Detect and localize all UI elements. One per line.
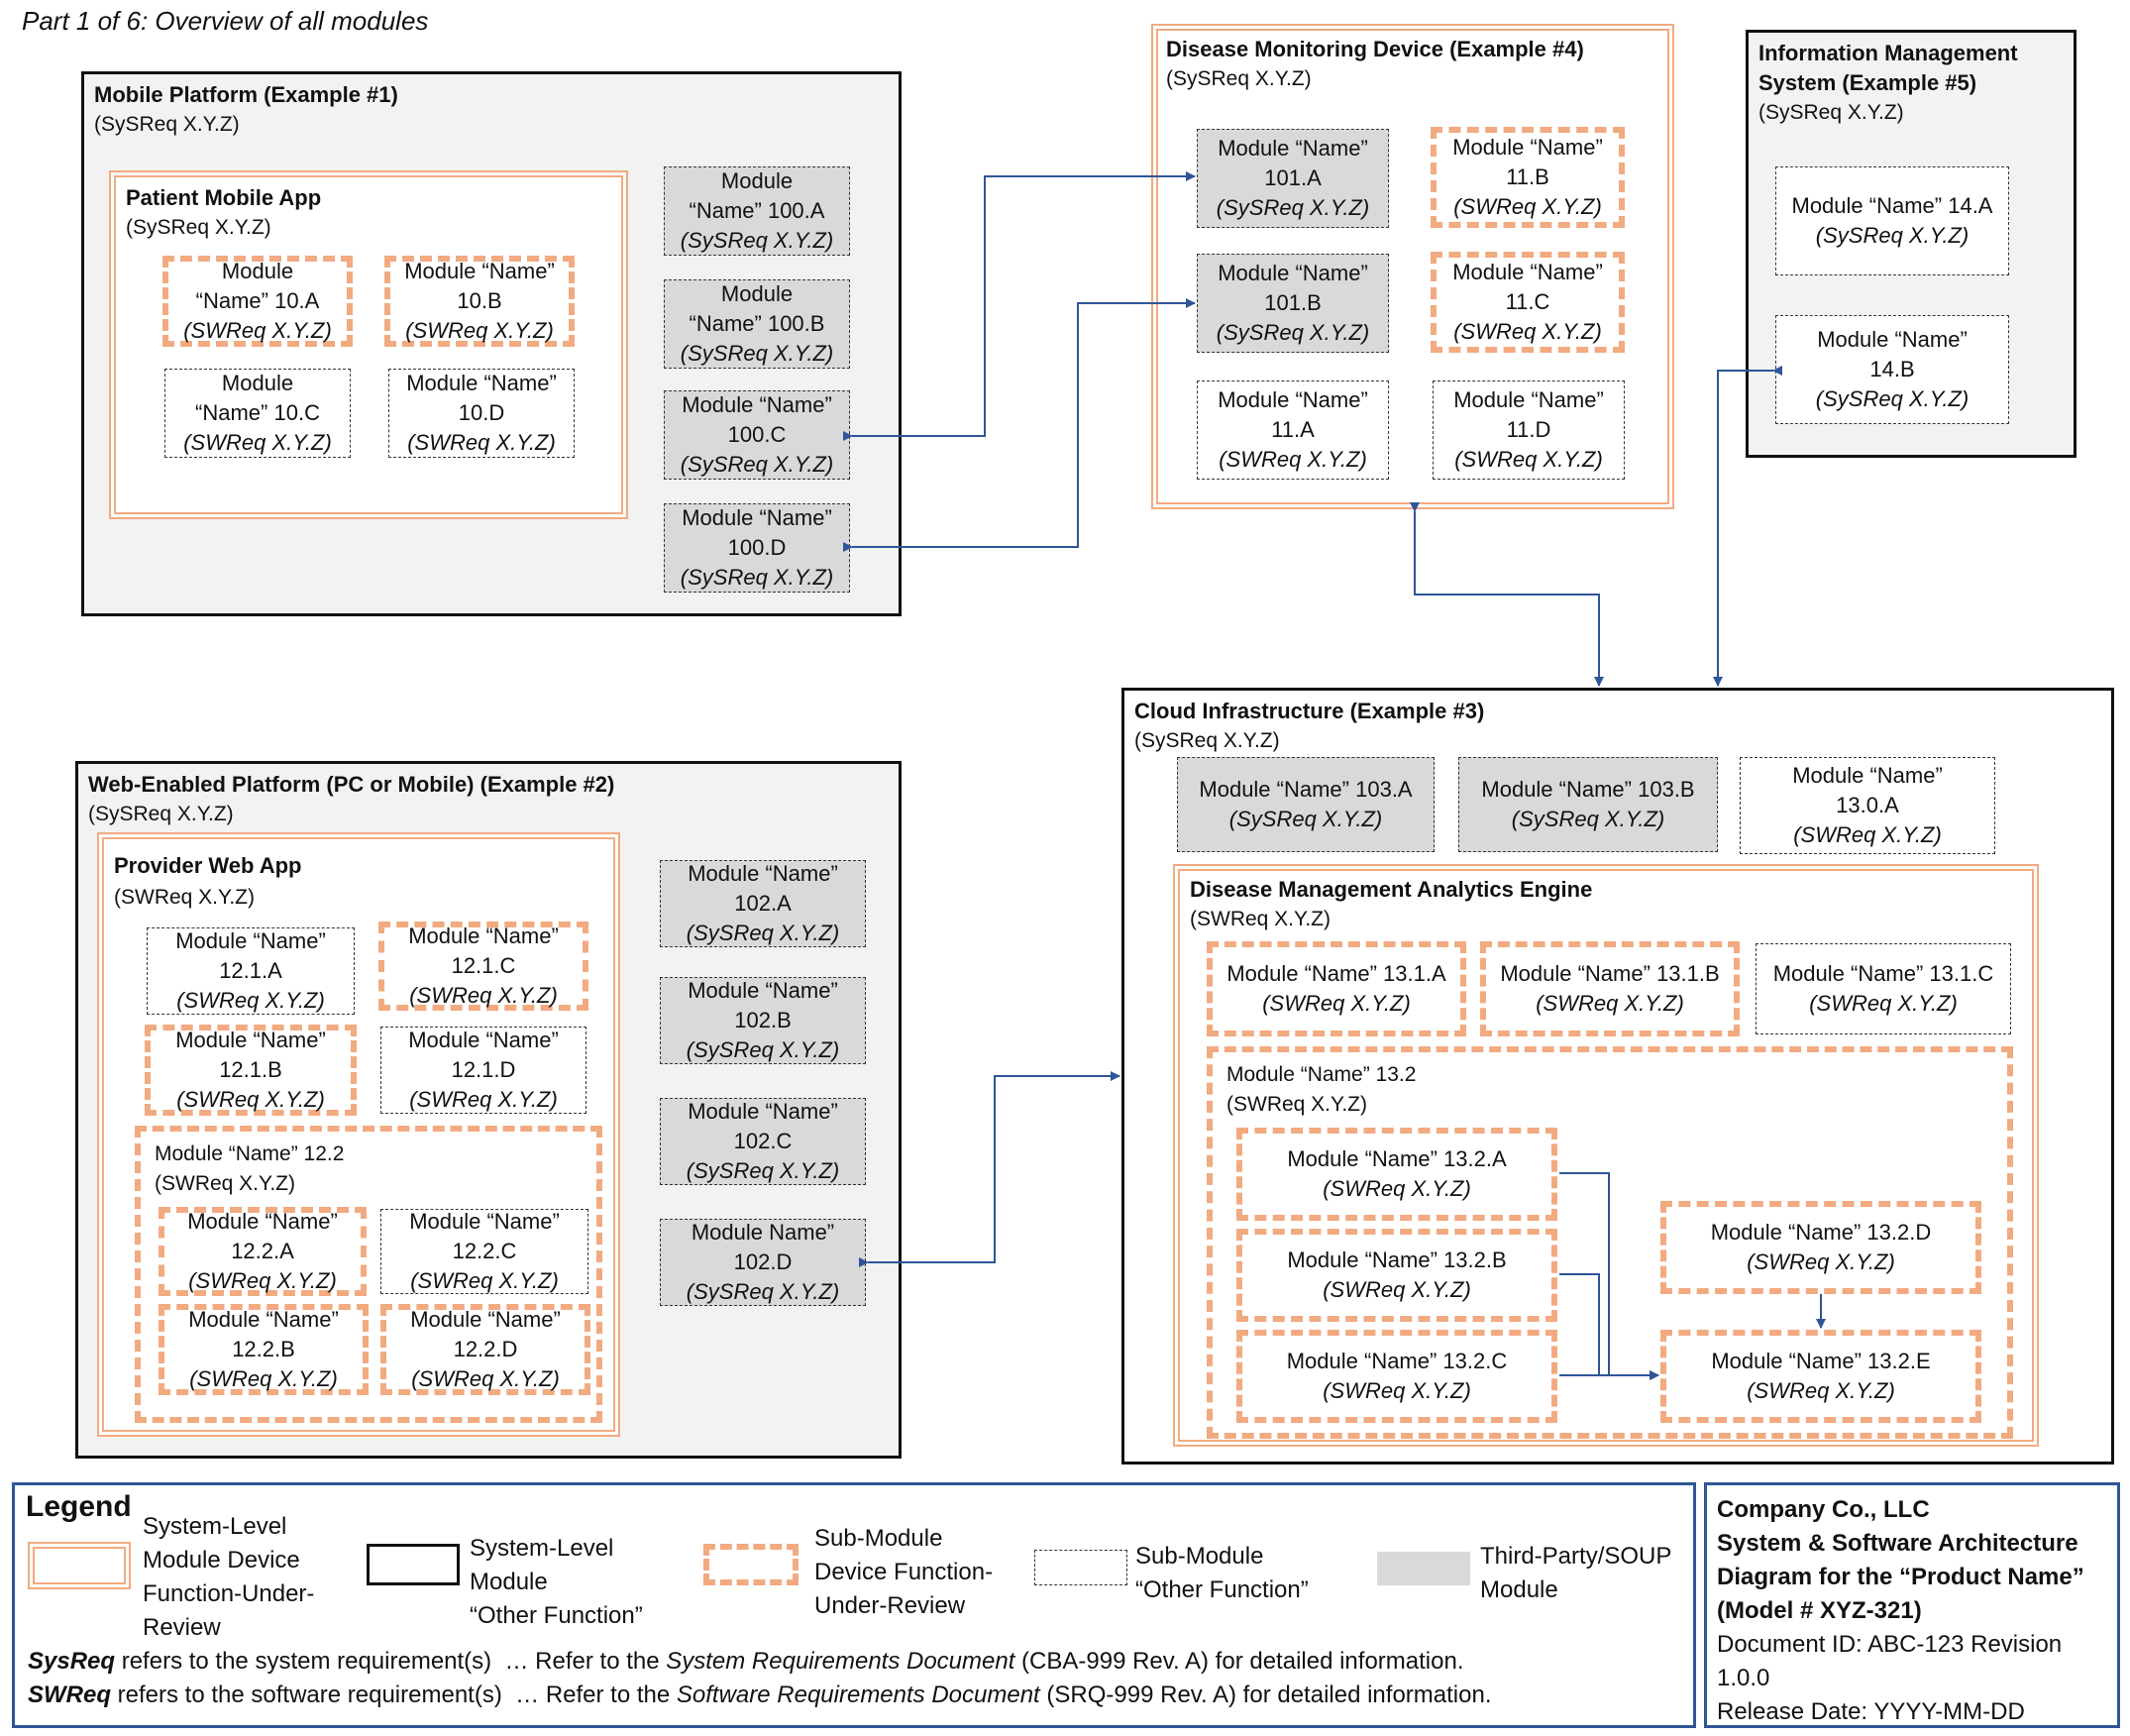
cloud-req: (SySReq X.Y.Z) bbox=[1134, 729, 1280, 752]
legend-swatch-system-fur bbox=[28, 1542, 131, 1589]
legend-swatch-sub-other bbox=[1034, 1550, 1127, 1585]
provider-app-req: (SWReq X.Y.Z) bbox=[114, 886, 255, 909]
company-name: Company Co., LLC bbox=[1717, 1496, 1930, 1523]
cloud-title: Cloud Infrastructure (Example #3) bbox=[1134, 699, 1485, 723]
module-121a[interactable]: Module “Name”12.1.A(SWReq X.Y.Z) bbox=[147, 927, 355, 1015]
module-102a[interactable]: Module “Name”102.A(SySReq X.Y.Z) bbox=[660, 860, 866, 947]
link-100d-101b bbox=[843, 298, 1196, 552]
module-101b[interactable]: Module “Name”101.B(SySReq X.Y.Z) bbox=[1197, 254, 1389, 353]
web-platform-req: (SySReq X.Y.Z) bbox=[88, 803, 234, 825]
device-title: Disease Monitoring Device (Example #4) bbox=[1166, 37, 1584, 61]
info-title-line1: Information Management bbox=[1758, 41, 2018, 65]
analytics-req: (SWReq X.Y.Z) bbox=[1190, 908, 1331, 930]
module-132c[interactable]: Module “Name” 13.2.C(SWReq X.Y.Z) bbox=[1236, 1330, 1557, 1423]
module-131a[interactable]: Module “Name” 13.1.A(SWReq X.Y.Z) bbox=[1207, 941, 1466, 1036]
info-title-line2: System (Example #5) bbox=[1758, 70, 1977, 95]
module-11b[interactable]: Module “Name”11.B(SWReq X.Y.Z) bbox=[1431, 127, 1625, 228]
legend-swatch-sub-fur bbox=[703, 1544, 799, 1585]
module-131b[interactable]: Module “Name” 13.1.B(SWReq X.Y.Z) bbox=[1480, 941, 1740, 1036]
link-102d-cloud bbox=[859, 1071, 1120, 1267]
module-122b[interactable]: Module “Name”12.2.B(SWReq X.Y.Z) bbox=[159, 1304, 369, 1395]
legend-swatch-system-other bbox=[367, 1544, 460, 1585]
module-122a[interactable]: Module “Name”12.2.A(SWReq X.Y.Z) bbox=[159, 1207, 367, 1296]
info-req: (SySReq X.Y.Z) bbox=[1758, 101, 1904, 124]
title-line3: Diagram for the “Product Name” bbox=[1717, 1564, 2084, 1590]
module-121b[interactable]: Module “Name”12.1.B(SWReq X.Y.Z) bbox=[145, 1025, 357, 1116]
module-132-title: Module “Name” 13.2 bbox=[1226, 1063, 1417, 1086]
release-date: Release Date: YYYY-MM-DD bbox=[1717, 1698, 2025, 1725]
module-10d[interactable]: Module “Name”10.D(SWReq X.Y.Z) bbox=[388, 369, 575, 458]
document-revision: 1.0.0 bbox=[1717, 1665, 1770, 1691]
legend-item-4: Sub-Module“Other Function” bbox=[1135, 1543, 1309, 1603]
provider-app-title: Provider Web App bbox=[114, 853, 302, 878]
module-132-req: (SWReq X.Y.Z) bbox=[1226, 1093, 1367, 1116]
module-122d[interactable]: Module “Name”12.2.D(SWReq X.Y.Z) bbox=[380, 1304, 590, 1395]
web-platform-title: Web-Enabled Platform (PC or Mobile) (Exa… bbox=[88, 772, 615, 797]
module-102b[interactable]: Module “Name”102.B(SySReq X.Y.Z) bbox=[660, 977, 866, 1064]
title-block: Company Co., LLC System & Software Archi… bbox=[1704, 1482, 2120, 1728]
module-14b[interactable]: Module “Name”14.B(SySReq X.Y.Z) bbox=[1775, 315, 2009, 424]
link-device-cloud bbox=[1410, 502, 1604, 687]
module-131c[interactable]: Module “Name” 13.1.C(SWReq X.Y.Z) bbox=[1756, 943, 2011, 1034]
module-103a[interactable]: Module “Name” 103.A(SySReq X.Y.Z) bbox=[1177, 757, 1435, 852]
title-line4: (Model # XYZ-321) bbox=[1717, 1597, 1922, 1624]
legend-swreq-note: SWReq refers to the software requirement… bbox=[28, 1682, 1492, 1708]
analytics-title: Disease Management Analytics Engine bbox=[1190, 877, 1593, 902]
module-10c[interactable]: Module“Name” 10.C(SWReq X.Y.Z) bbox=[164, 369, 351, 458]
module-130a[interactable]: Module “Name”13.0.A(SWReq X.Y.Z) bbox=[1740, 757, 1995, 854]
module-121d[interactable]: Module “Name”12.1.D(SWReq X.Y.Z) bbox=[380, 1027, 586, 1114]
module-100d[interactable]: Module “Name”100.D(SySReq X.Y.Z) bbox=[664, 503, 850, 593]
module-10a[interactable]: Module“Name” 10.A(SWReq X.Y.Z) bbox=[162, 256, 353, 347]
device-req: (SySReq X.Y.Z) bbox=[1166, 67, 1312, 90]
module-122-title: Module “Name” 12.2 bbox=[155, 1142, 345, 1165]
module-102c[interactable]: Module “Name”102.C(SySReq X.Y.Z) bbox=[660, 1098, 866, 1185]
mobile-platform-req: (SySReq X.Y.Z) bbox=[94, 113, 240, 136]
module-11a[interactable]: Module “Name”11.A(SWReq X.Y.Z) bbox=[1197, 380, 1389, 480]
mobile-platform-title: Mobile Platform (Example #1) bbox=[94, 82, 398, 107]
link-100c-101a bbox=[843, 171, 1196, 441]
module-10b[interactable]: Module “Name”10.B(SWReq X.Y.Z) bbox=[384, 256, 575, 347]
module-122-req: (SWReq X.Y.Z) bbox=[155, 1172, 295, 1195]
module-103b[interactable]: Module “Name” 103.B(SySReq X.Y.Z) bbox=[1458, 757, 1718, 852]
page-title: Part 1 of 6: Overview of all modules bbox=[22, 6, 429, 36]
module-101a[interactable]: Module “Name”101.A(SySReq X.Y.Z) bbox=[1197, 129, 1389, 228]
module-14a[interactable]: Module “Name” 14.A(SySReq X.Y.Z) bbox=[1775, 166, 2009, 275]
module-132a[interactable]: Module “Name” 13.2.A(SWReq X.Y.Z) bbox=[1236, 1128, 1557, 1221]
title-line2: System & Software Architecture bbox=[1717, 1530, 2078, 1557]
module-121c[interactable]: Module “Name”12.1.C(SWReq X.Y.Z) bbox=[378, 922, 588, 1011]
legend-swatch-soup bbox=[1377, 1552, 1470, 1585]
module-132e[interactable]: Module “Name” 13.2.E(SWReq X.Y.Z) bbox=[1660, 1330, 1981, 1423]
module-100a[interactable]: Module“Name” 100.A(SySReq X.Y.Z) bbox=[664, 166, 850, 256]
module-102d[interactable]: Module Name”102.D(SySReq X.Y.Z) bbox=[660, 1219, 866, 1306]
legend-title: Legend bbox=[26, 1490, 132, 1523]
patient-app-title: Patient Mobile App bbox=[126, 185, 322, 210]
module-11d[interactable]: Module “Name”11.D(SWReq X.Y.Z) bbox=[1433, 380, 1625, 480]
patient-app-req: (SySReq X.Y.Z) bbox=[126, 216, 271, 239]
module-11c[interactable]: Module “Name”11.C(SWReq X.Y.Z) bbox=[1431, 252, 1625, 353]
module-100b[interactable]: Module“Name” 100.B(SySReq X.Y.Z) bbox=[664, 279, 850, 369]
module-132d[interactable]: Module “Name” 13.2.D(SWReq X.Y.Z) bbox=[1660, 1201, 1981, 1294]
module-100c[interactable]: Module “Name”100.C(SySReq X.Y.Z) bbox=[664, 390, 850, 480]
module-132b[interactable]: Module “Name” 13.2.B(SWReq X.Y.Z) bbox=[1236, 1229, 1557, 1322]
legend-box bbox=[12, 1482, 1696, 1728]
document-id: Document ID: ABC-123 Revision bbox=[1717, 1631, 2063, 1658]
legend-sysreq-note: SysReq refers to the system requirement(… bbox=[28, 1648, 1464, 1675]
module-122c[interactable]: Module “Name”12.2.C(SWReq X.Y.Z) bbox=[380, 1209, 588, 1294]
